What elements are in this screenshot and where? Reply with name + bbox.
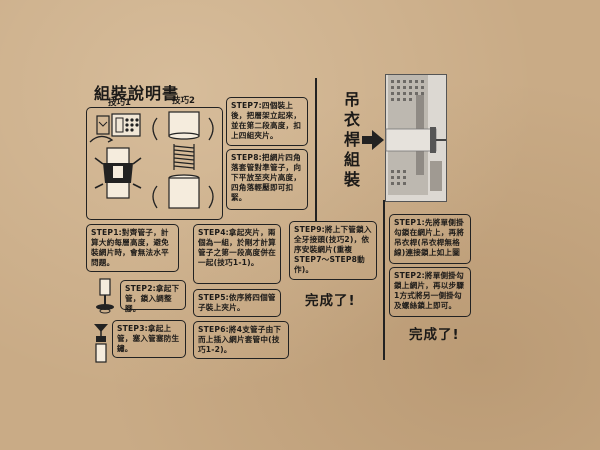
manual-title: 組裝說明書 [94, 84, 180, 103]
done-right-text: 完成了! [409, 327, 460, 343]
hanger-photo [385, 74, 447, 202]
step2-box: STEP2:拿起下管，鎖入調整腳。 [120, 280, 186, 313]
technique-1-label: 技巧1 [108, 98, 131, 108]
technique-2-label: 技巧2 [172, 96, 195, 106]
step7-box: STEP7:四個裝上後，把層架立起來，並在第二段高度，扣上四組夾片。 [226, 97, 308, 146]
step1-box: STEP1:對齊管子，計算大約每層高度，避免裝網片時，會無法水平問題。 [86, 224, 179, 272]
hanger-step2-box: STEP2:將單側掛勾鎖上網片，再以步驟1方式將另一側掛勾及螺絲鎖上即可。 [389, 267, 471, 317]
technique-illustration-panel [86, 107, 223, 220]
step3-box: STEP3:拿起上管，塞入管塞防生鏽。 [112, 320, 186, 358]
hanger-title-text: 吊衣桿組裝 [343, 90, 360, 189]
step5-box: STEP5:依序將四個管子裝上夾片。 [193, 289, 281, 317]
hanger-photo-drawing [385, 75, 446, 201]
vertical-divider-right [383, 200, 385, 360]
step9-box: STEP9:將上下管鎖入全牙接頭(技巧2)，依序安裝網片(重複STEP7～STE… [289, 221, 377, 280]
done-left-text: 完成了! [305, 293, 356, 309]
step6-box: STEP6:將4支管子由下而上插入網片套管中(技巧1-2)。 [193, 321, 289, 359]
step8-box: STEP8:把網片四角落套管對準管子，向下平放至夾片高度，四角落輕壓即可扣緊。 [226, 149, 308, 210]
hanger-section-title: 吊衣桿組裝 [343, 90, 363, 190]
technique-illustration [89, 111, 214, 209]
tube-cap-icon [94, 324, 108, 363]
step4-box: STEP4:拿起夾片，兩個為一組，於剛才計算管子之第一段高度併在一起(技巧1-1… [193, 224, 281, 284]
hanger-step1-box: STEP1:先將單側掛勾鎖在網片上，再將吊衣桿(吊衣桿無格線)連接鎖上如上圖 [389, 214, 471, 264]
adjustable-foot-icon [96, 278, 114, 314]
right-arrow-icon [362, 130, 384, 150]
vertical-divider-upper [315, 78, 317, 221]
